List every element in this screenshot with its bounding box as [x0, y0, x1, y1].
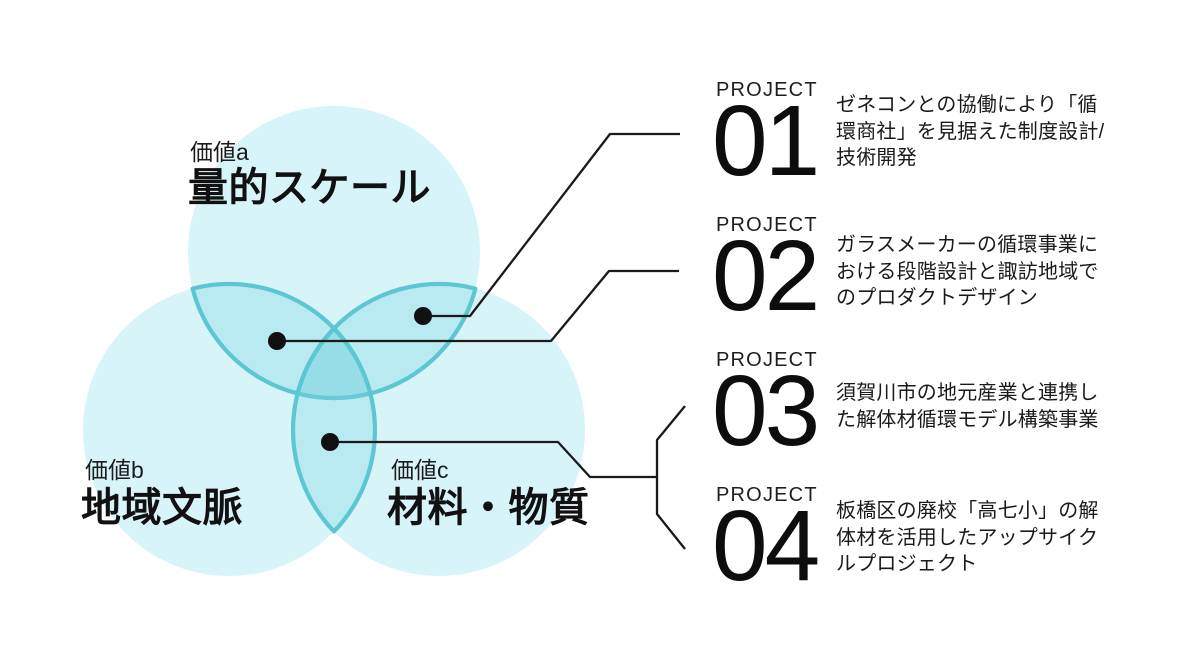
circle-b-sublabel: 価値b — [85, 457, 144, 483]
project-03-block: PROJECT 03 須賀川市の地元産業と連携し た解体材循環モデル構築事業 — [712, 349, 1176, 485]
circle-c-sublabel: 価値c — [391, 457, 449, 483]
project-number: 03 — [712, 355, 820, 467]
desc-line: ガラスメーカーの循環事業に — [836, 234, 1099, 256]
marker-dot-bottom-lens — [321, 433, 339, 451]
circle-a-sublabel: 価値a — [190, 139, 249, 165]
project-kicker: PROJECT — [716, 79, 818, 101]
connector-line-project-01 — [423, 132, 680, 318]
project-02-block: PROJECT 02 ガラスメーカーの循環事業に おける段階設計と諏訪地域で の… — [712, 214, 1176, 350]
circle-b-title: 地域文脈 — [81, 486, 243, 530]
project-number: 04 — [712, 490, 820, 602]
desc-line: 板橋区の廃校「高七小」の解 — [836, 500, 1099, 522]
project-01-block: PROJECT 01 ゼネコンとの協働により「循 環商社」を見据えた制度設計/ … — [712, 79, 1176, 215]
desc-line: のプロダクトデザイン — [836, 287, 1038, 309]
desc-line: 技術開発 — [836, 147, 917, 169]
project-04-block: PROJECT 04 板橋区の廃校「高七小」の解 体材を活用したアップサイク ル… — [712, 484, 1176, 620]
project-number: 01 — [712, 85, 820, 197]
connector-line-bottom-lens — [330, 440, 657, 479]
project-description: 須賀川市の地元産業と連携し た解体材循環モデル構築事業 — [836, 380, 1166, 433]
venn-circle-right — [293, 284, 585, 576]
connector-fork-projects-03-04 — [655, 405, 686, 550]
circle-c-title: 材料・物質 — [387, 486, 590, 530]
connector-line-project-02 — [277, 269, 679, 343]
project-kicker: PROJECT — [716, 484, 818, 506]
desc-line: ルプロジェクト — [836, 553, 978, 575]
project-kicker: PROJECT — [716, 349, 818, 371]
venn-circle-left — [83, 284, 375, 576]
project-description: ゼネコンとの協働により「循 環商社」を見据えた制度設計/ 技術開発 — [836, 92, 1166, 172]
project-description: ガラスメーカーの循環事業に おける段階設計と諏訪地域で のプロダクトデザイン — [836, 232, 1166, 312]
desc-line: 環商社」を見据えた制度設計/ — [836, 120, 1105, 143]
marker-dot-top-right-lens — [414, 307, 432, 325]
lens-bottom — [291, 326, 377, 534]
desc-line: ゼネコンとの協働により「循 — [836, 94, 1098, 116]
marker-dot-top-left-lens — [268, 332, 286, 350]
desc-line: おける段階設計と諏訪地域で — [836, 260, 1099, 283]
project-kicker: PROJECT — [716, 214, 818, 236]
project-description: 板橋区の廃校「高七小」の解 体材を活用したアップサイク ルプロジェクト — [836, 498, 1166, 578]
circle-a-title: 量的スケール — [188, 166, 431, 210]
desc-line: た解体材循環モデル構築事業 — [836, 408, 1099, 431]
project-number: 02 — [712, 220, 820, 332]
desc-line: 体材を活用したアップサイク — [836, 526, 1099, 549]
desc-line: 須賀川市の地元産業と連携し — [836, 382, 1099, 404]
